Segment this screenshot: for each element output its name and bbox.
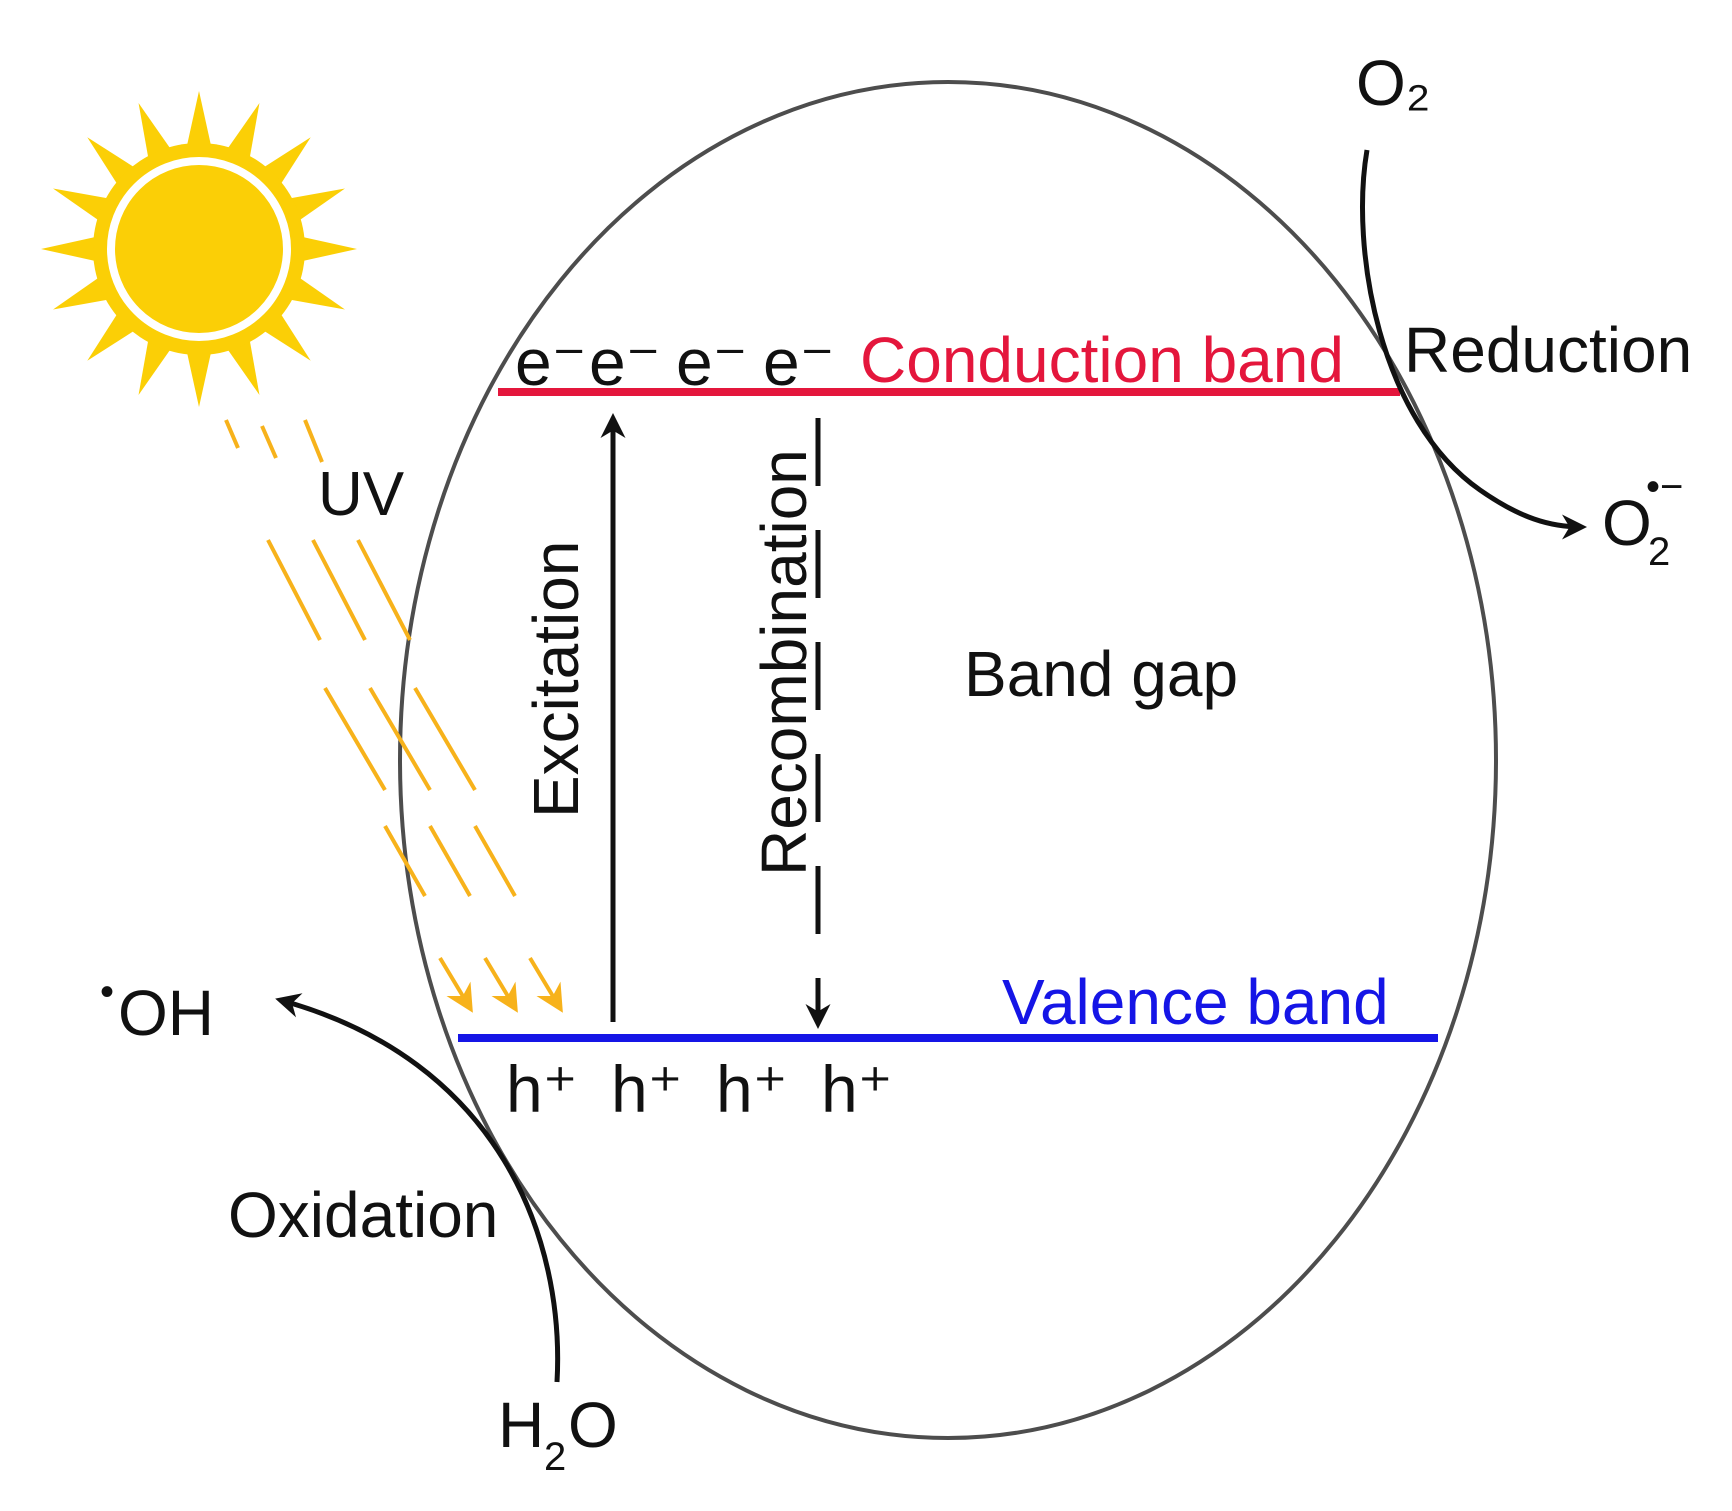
- uv-label: UV: [318, 460, 405, 529]
- sun-ray: [285, 274, 345, 310]
- excitation-label: Excitation: [520, 541, 592, 818]
- conduction-band-label: Conduction band: [860, 324, 1344, 396]
- svg-text:OH: OH: [118, 977, 214, 1049]
- svg-text:•: •: [100, 970, 114, 1014]
- sun-ray: [138, 103, 174, 163]
- svg-text:H: H: [498, 1389, 544, 1461]
- svg-text:2: 2: [544, 1435, 566, 1479]
- band-gap-label: Band gap: [964, 638, 1238, 710]
- sun-ray: [186, 348, 212, 407]
- svg-text:O: O: [568, 1389, 618, 1461]
- superoxide-label: O 2 •−: [1602, 465, 1683, 574]
- sun-ray: [41, 236, 100, 262]
- oxidation-label: Oxidation: [228, 1179, 498, 1251]
- water-label: H 2 O: [498, 1389, 618, 1479]
- hole: h⁺: [821, 1052, 893, 1126]
- sun-ray: [53, 188, 113, 224]
- hole: h⁺: [611, 1052, 683, 1126]
- svg-text:2: 2: [1648, 530, 1670, 574]
- recombination-label: Recombination: [748, 449, 820, 876]
- o2-label: O₂: [1356, 47, 1431, 119]
- valence-band-label: Valence band: [1002, 966, 1389, 1038]
- svg-text:O: O: [1602, 487, 1652, 559]
- sun-ray: [298, 236, 357, 262]
- electron: e⁻: [763, 325, 835, 399]
- sun-ray: [186, 91, 212, 150]
- oxidation-arrow: [275, 993, 561, 1383]
- holes: h⁺ h⁺ h⁺ h⁺: [506, 1052, 893, 1126]
- sun-ray: [53, 274, 113, 310]
- electron: e⁻: [589, 325, 661, 399]
- hydroxyl-radical-label: • OH: [100, 970, 214, 1049]
- sun-ray: [138, 335, 174, 395]
- particle-outline: [398, 80, 1498, 1440]
- sun-icon: [41, 91, 357, 407]
- uv-rays: [224, 419, 563, 1013]
- reduction-arrow: [1360, 149, 1587, 540]
- hole: h⁺: [716, 1052, 788, 1126]
- sun-ray: [285, 188, 345, 224]
- sun-ray: [224, 335, 260, 395]
- electron: e⁻: [515, 325, 587, 399]
- svg-text:•−: •−: [1646, 465, 1683, 509]
- electron: e⁻: [676, 325, 748, 399]
- hole: h⁺: [506, 1052, 578, 1126]
- sun-ray: [224, 103, 260, 163]
- electrons: e⁻ e⁻ e⁻ e⁻: [515, 325, 835, 399]
- reduction-label: Reduction: [1404, 314, 1692, 386]
